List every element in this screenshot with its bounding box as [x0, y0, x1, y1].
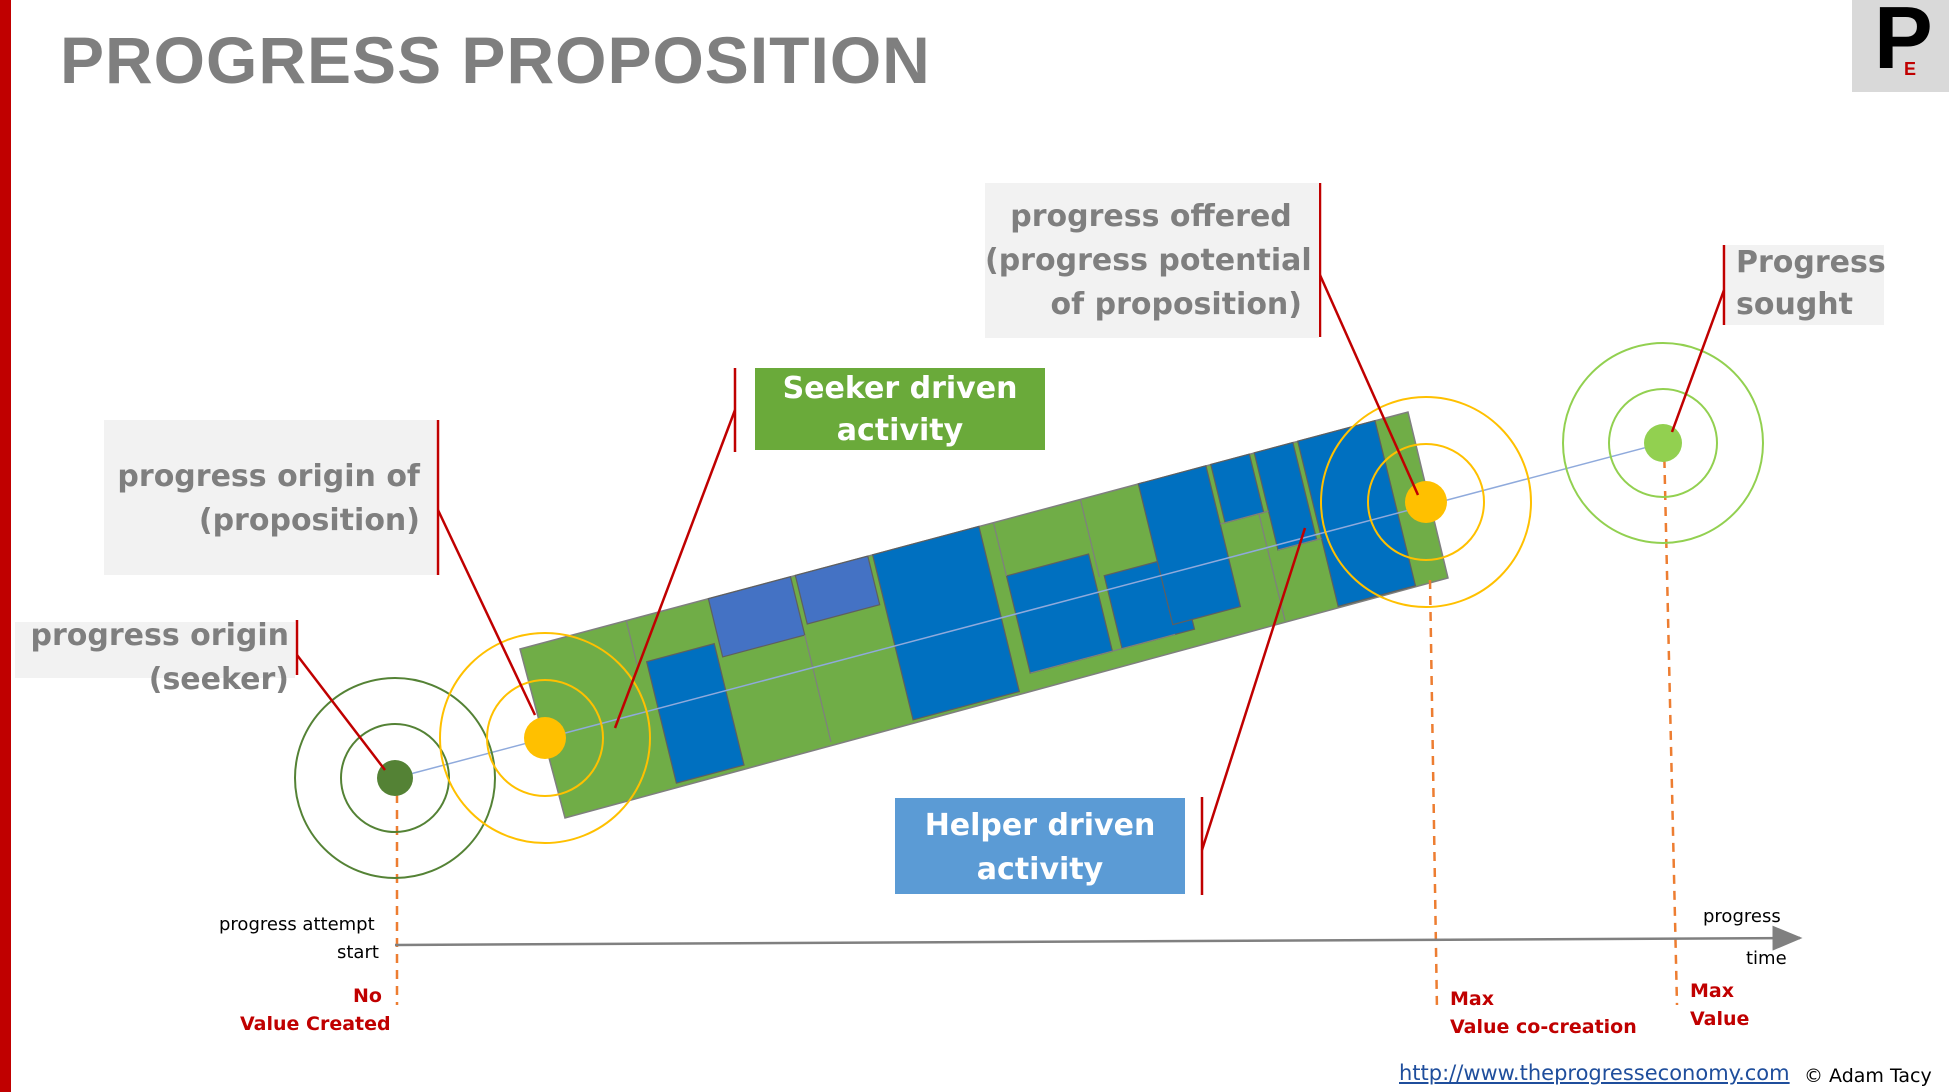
box-line: activity — [976, 852, 1104, 887]
label-line: progress origin of — [117, 459, 420, 494]
axis-start-label-line2: start — [337, 942, 379, 963]
activity-block — [794, 555, 881, 625]
marker-max-cocreation: Max Value co-creation — [1450, 985, 1637, 1041]
label-progress-origin-proposition: progress origin of (proposition) — [104, 420, 436, 575]
label-line: (seeker) — [148, 662, 289, 697]
helper-driven-activity-box: Helper driven activity — [895, 798, 1185, 894]
marker-line: Max — [1690, 980, 1734, 1002]
box-line: activity — [836, 413, 964, 448]
activity-block — [707, 575, 806, 658]
origin-seeker-marker — [294, 677, 496, 879]
time-axis — [394, 925, 1803, 951]
marker-no-value: No Value Created — [240, 982, 391, 1038]
trajectory-line — [394, 442, 1664, 779]
axis-progress-label: progress — [1703, 906, 1781, 927]
origin-proposition-marker — [439, 632, 651, 844]
marker-line: Value — [1690, 1008, 1750, 1030]
band-divider — [625, 620, 638, 665]
activity-block — [1137, 465, 1242, 626]
page-title: PROGRESS PROPOSITION — [60, 23, 931, 97]
activity-block — [871, 525, 1021, 721]
footer-copyright: © Adam Tacy — [1804, 1065, 1932, 1087]
logo-letter-p: P — [1874, 0, 1933, 87]
marker-max-value: Max Value — [1690, 977, 1749, 1033]
marker-line: Value Created — [240, 1013, 391, 1035]
band-divider — [804, 634, 832, 743]
label-line: (progress potential — [985, 243, 1312, 278]
axis-start-label-line1: progress attempt — [219, 914, 375, 935]
left-accent-bar — [0, 0, 11, 1092]
logo: P E — [1852, 0, 1949, 92]
progress-band — [519, 411, 1449, 819]
box-line: Helper driven — [924, 808, 1156, 843]
axis-time-label: time — [1746, 948, 1787, 969]
label-line: (proposition) — [198, 503, 420, 538]
band-divider — [1220, 510, 1269, 525]
marker-line: Max — [1450, 988, 1494, 1010]
progress-sought-marker — [1562, 342, 1764, 544]
label-progress-origin-seeker: progress origin (seeker) — [15, 618, 295, 697]
box-line: Seeker driven — [782, 371, 1018, 406]
label-progress-offered: progress offered (progress potential of … — [985, 183, 1319, 338]
band-divider — [992, 522, 1008, 577]
label-line: progress origin — [30, 618, 289, 653]
footer-url-link[interactable]: http://www.theprogresseconomy.com — [1399, 1061, 1790, 1085]
band-divider — [1030, 633, 1176, 674]
activity-block — [645, 642, 745, 784]
callout-lines — [295, 183, 1726, 895]
guide-max-cocreation — [1428, 579, 1439, 1011]
logo-letter-e: E — [1904, 59, 1917, 79]
label-line: Progress — [1736, 245, 1886, 280]
marker-line: Value co-creation — [1450, 1016, 1637, 1038]
seeker-driven-activity-box: Seeker driven activity — [755, 368, 1045, 450]
marker-line: No — [353, 985, 382, 1007]
label-progress-sought: Progress sought — [1726, 245, 1886, 325]
label-line: sought — [1736, 287, 1853, 322]
label-line: of proposition) — [1050, 287, 1302, 322]
label-line: progress offered — [1010, 199, 1292, 234]
guide-max-value — [1662, 442, 1679, 1006]
band-divider — [1079, 499, 1100, 578]
